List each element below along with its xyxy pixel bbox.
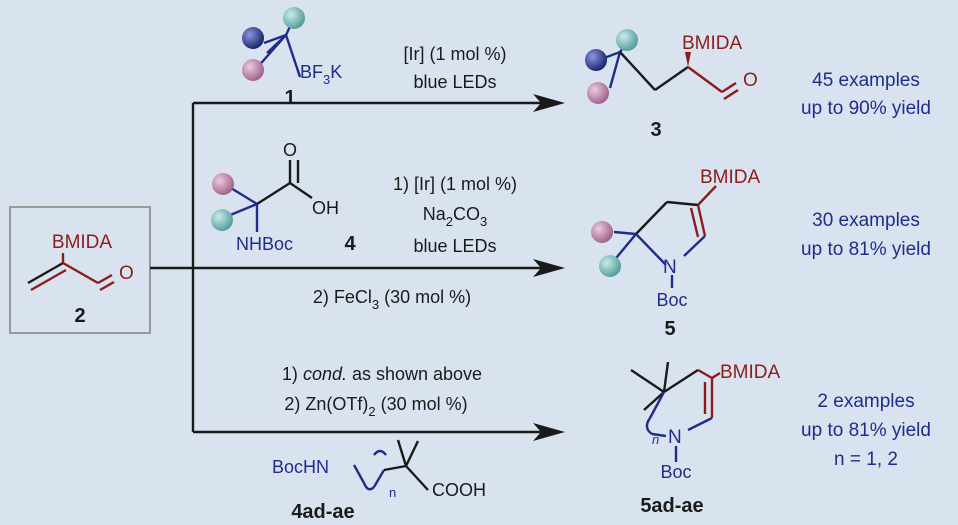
product-3-wedge: [685, 52, 691, 67]
product-5ad-ae: BMIDA N n Boc 5ad-ae: [630, 361, 781, 517]
navy-substituent-icon: [585, 49, 607, 71]
pink-substituent-icon: [242, 59, 264, 81]
reaction-2-step1-2: Na2CO3: [423, 204, 487, 229]
reaction-3-result-3: n = 1, 2: [834, 449, 898, 470]
teal-substituent-icon: [616, 29, 638, 51]
reaction-1-condition-2: blue LEDs: [413, 72, 496, 92]
pink-substituent-icon: [591, 221, 613, 243]
reagent-4-carbonyl-o: O: [283, 140, 297, 160]
arrow-1-head: [533, 94, 565, 112]
product-5ad-boc: Boc: [660, 462, 691, 482]
reaction-3-step1: 1) cond. as shown above: [282, 364, 482, 384]
product-3-aldehyde-o: O: [743, 70, 758, 91]
product-3-number: 3: [650, 119, 661, 141]
product-5ad-nitrogen: N: [668, 427, 682, 448]
reagent-4ad-cooh: COOH: [432, 480, 486, 500]
product-5ad-bmida: BMIDA: [720, 362, 781, 383]
sm-aldehyde-o: O: [119, 263, 134, 284]
reaction-2-step2: 2) FeCl3 (30 mol %): [313, 287, 471, 312]
branch-lines: [150, 101, 555, 434]
reagent-4-nhboc: NHBoc: [236, 234, 293, 254]
reaction-1-result-2: up to 90% yield: [801, 98, 931, 119]
arrow-3-head: [533, 423, 565, 441]
product-5-number: 5: [664, 318, 675, 340]
reagent-4-oh: OH: [312, 198, 339, 218]
reagent-1-bf3k: BF3K: [300, 62, 342, 87]
reaction-2-step1-3: blue LEDs: [413, 236, 496, 256]
reaction-1-condition-1: [Ir] (1 mol %): [403, 44, 506, 64]
reagent-4ad-number: 4ad-ae: [291, 501, 354, 523]
reagent-4-number: 4: [344, 233, 356, 255]
reagent-1-number: 1: [284, 87, 295, 109]
product-3: BMIDA O 3: [585, 29, 758, 141]
sm-skeleton: [27, 253, 115, 292]
reaction-1-result-1: 45 examples: [812, 70, 920, 91]
navy-substituent-icon: [242, 27, 264, 49]
product-5-nitrogen: N: [663, 257, 677, 278]
pink-substituent-icon: [212, 173, 234, 195]
starting-material-2: BMIDA O 2: [9, 206, 151, 334]
sm-compound-number: 2: [74, 305, 85, 327]
teal-substituent-icon: [283, 7, 305, 29]
arrow-2-head: [533, 259, 565, 277]
product-5-boc: Boc: [656, 290, 687, 310]
reagent-4ad-bochn: BocHN: [272, 457, 329, 477]
reaction-2-result-2: up to 81% yield: [801, 239, 931, 260]
product-5: BMIDA N Boc 5: [591, 167, 761, 340]
pink-substituent-icon: [587, 82, 609, 104]
reaction-3-result-1: 2 examples: [817, 391, 914, 412]
teal-substituent-icon: [599, 255, 621, 277]
sm-bmida-label: BMIDA: [52, 232, 113, 253]
arrow-heads: [533, 94, 565, 441]
product-5-bmida: BMIDA: [700, 167, 761, 188]
reagent-4ad-ae: BocHN n COOH 4ad-ae: [272, 439, 486, 523]
reaction-2-result-1: 30 examples: [812, 210, 920, 231]
starting-material-box: [9, 206, 151, 334]
reaction-2-step1-1: 1) [Ir] (1 mol %): [393, 174, 517, 194]
product-5ad-n-sub: n: [652, 432, 659, 447]
reagent-4: O OH NHBoc 4: [211, 140, 356, 255]
product-5ad-number: 5ad-ae: [640, 495, 703, 517]
teal-substituent-icon: [211, 209, 233, 231]
reaction-3-result-2: up to 81% yield: [801, 420, 931, 441]
product-3-bmida: BMIDA: [682, 33, 743, 54]
reagent-1: BF3K 1: [242, 7, 342, 109]
reaction-3-step2: 2) Zn(OTf)2 (30 mol %): [284, 394, 467, 419]
reagent-4ad-n-sub: n: [389, 485, 396, 500]
